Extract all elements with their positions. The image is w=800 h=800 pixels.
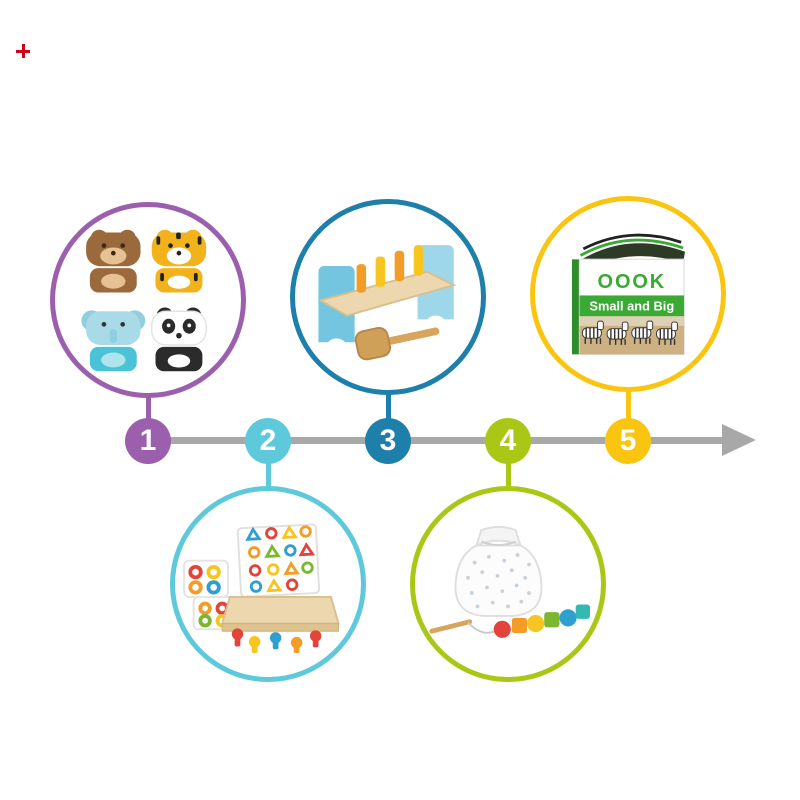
zebras (581, 320, 678, 345)
step-badge-3: 3 (365, 418, 411, 464)
bench-pegs (356, 244, 424, 293)
step-number-5: 5 (619, 424, 637, 457)
step-badge-2: 2 (245, 418, 291, 464)
book-cover: OOOK Small and Big (571, 258, 685, 355)
tiger-block (151, 229, 207, 293)
step-4-item-circle (410, 486, 606, 682)
bear-block (86, 229, 141, 293)
step-1-item-circle (50, 202, 246, 398)
step-4-connector (506, 441, 511, 491)
timeline-axis (148, 437, 726, 444)
zebra-book-icon: OOOK Small and Big (571, 233, 685, 355)
bench-board (317, 270, 457, 317)
elephant-block (81, 310, 146, 372)
book-logo: OOOK (598, 270, 667, 292)
lacing-needle-and-string (429, 618, 498, 634)
step-badge-4: 4 (485, 418, 531, 464)
step-number-3: 3 (379, 424, 397, 457)
loose-pegs (231, 627, 322, 653)
book-title: Small and Big (589, 298, 674, 313)
wooden-mallet (354, 326, 440, 360)
drawstring-bag (454, 525, 543, 617)
panda-block (151, 307, 207, 372)
book-pages (578, 233, 685, 271)
step-5-item-circle: OOOK Small and Big (530, 196, 726, 392)
step-3-connector (386, 390, 391, 441)
step-number-4: 4 (499, 424, 517, 457)
registration-mark-icon (16, 44, 30, 58)
step-number-1: 1 (139, 424, 157, 457)
animal-blocks-icon (81, 229, 207, 372)
lacing-beads-icon (429, 525, 590, 638)
mosaic-peg-box-icon (183, 523, 340, 653)
shape-board (236, 523, 321, 598)
step-badge-5: 5 (605, 418, 651, 464)
step-badge-1: 1 (125, 418, 171, 464)
pounding-bench-icon (317, 244, 457, 360)
timeline-arrowhead-icon (722, 424, 756, 456)
wooden-tray (220, 595, 340, 632)
step-1-connector (146, 393, 151, 441)
step-5-connector (626, 387, 631, 441)
step-3-item-circle (290, 199, 486, 395)
step-2-connector (266, 441, 271, 491)
step-number-2: 2 (259, 424, 277, 457)
bead-string (493, 604, 590, 638)
step-2-item-circle (170, 486, 366, 682)
bag-dots (466, 552, 531, 608)
